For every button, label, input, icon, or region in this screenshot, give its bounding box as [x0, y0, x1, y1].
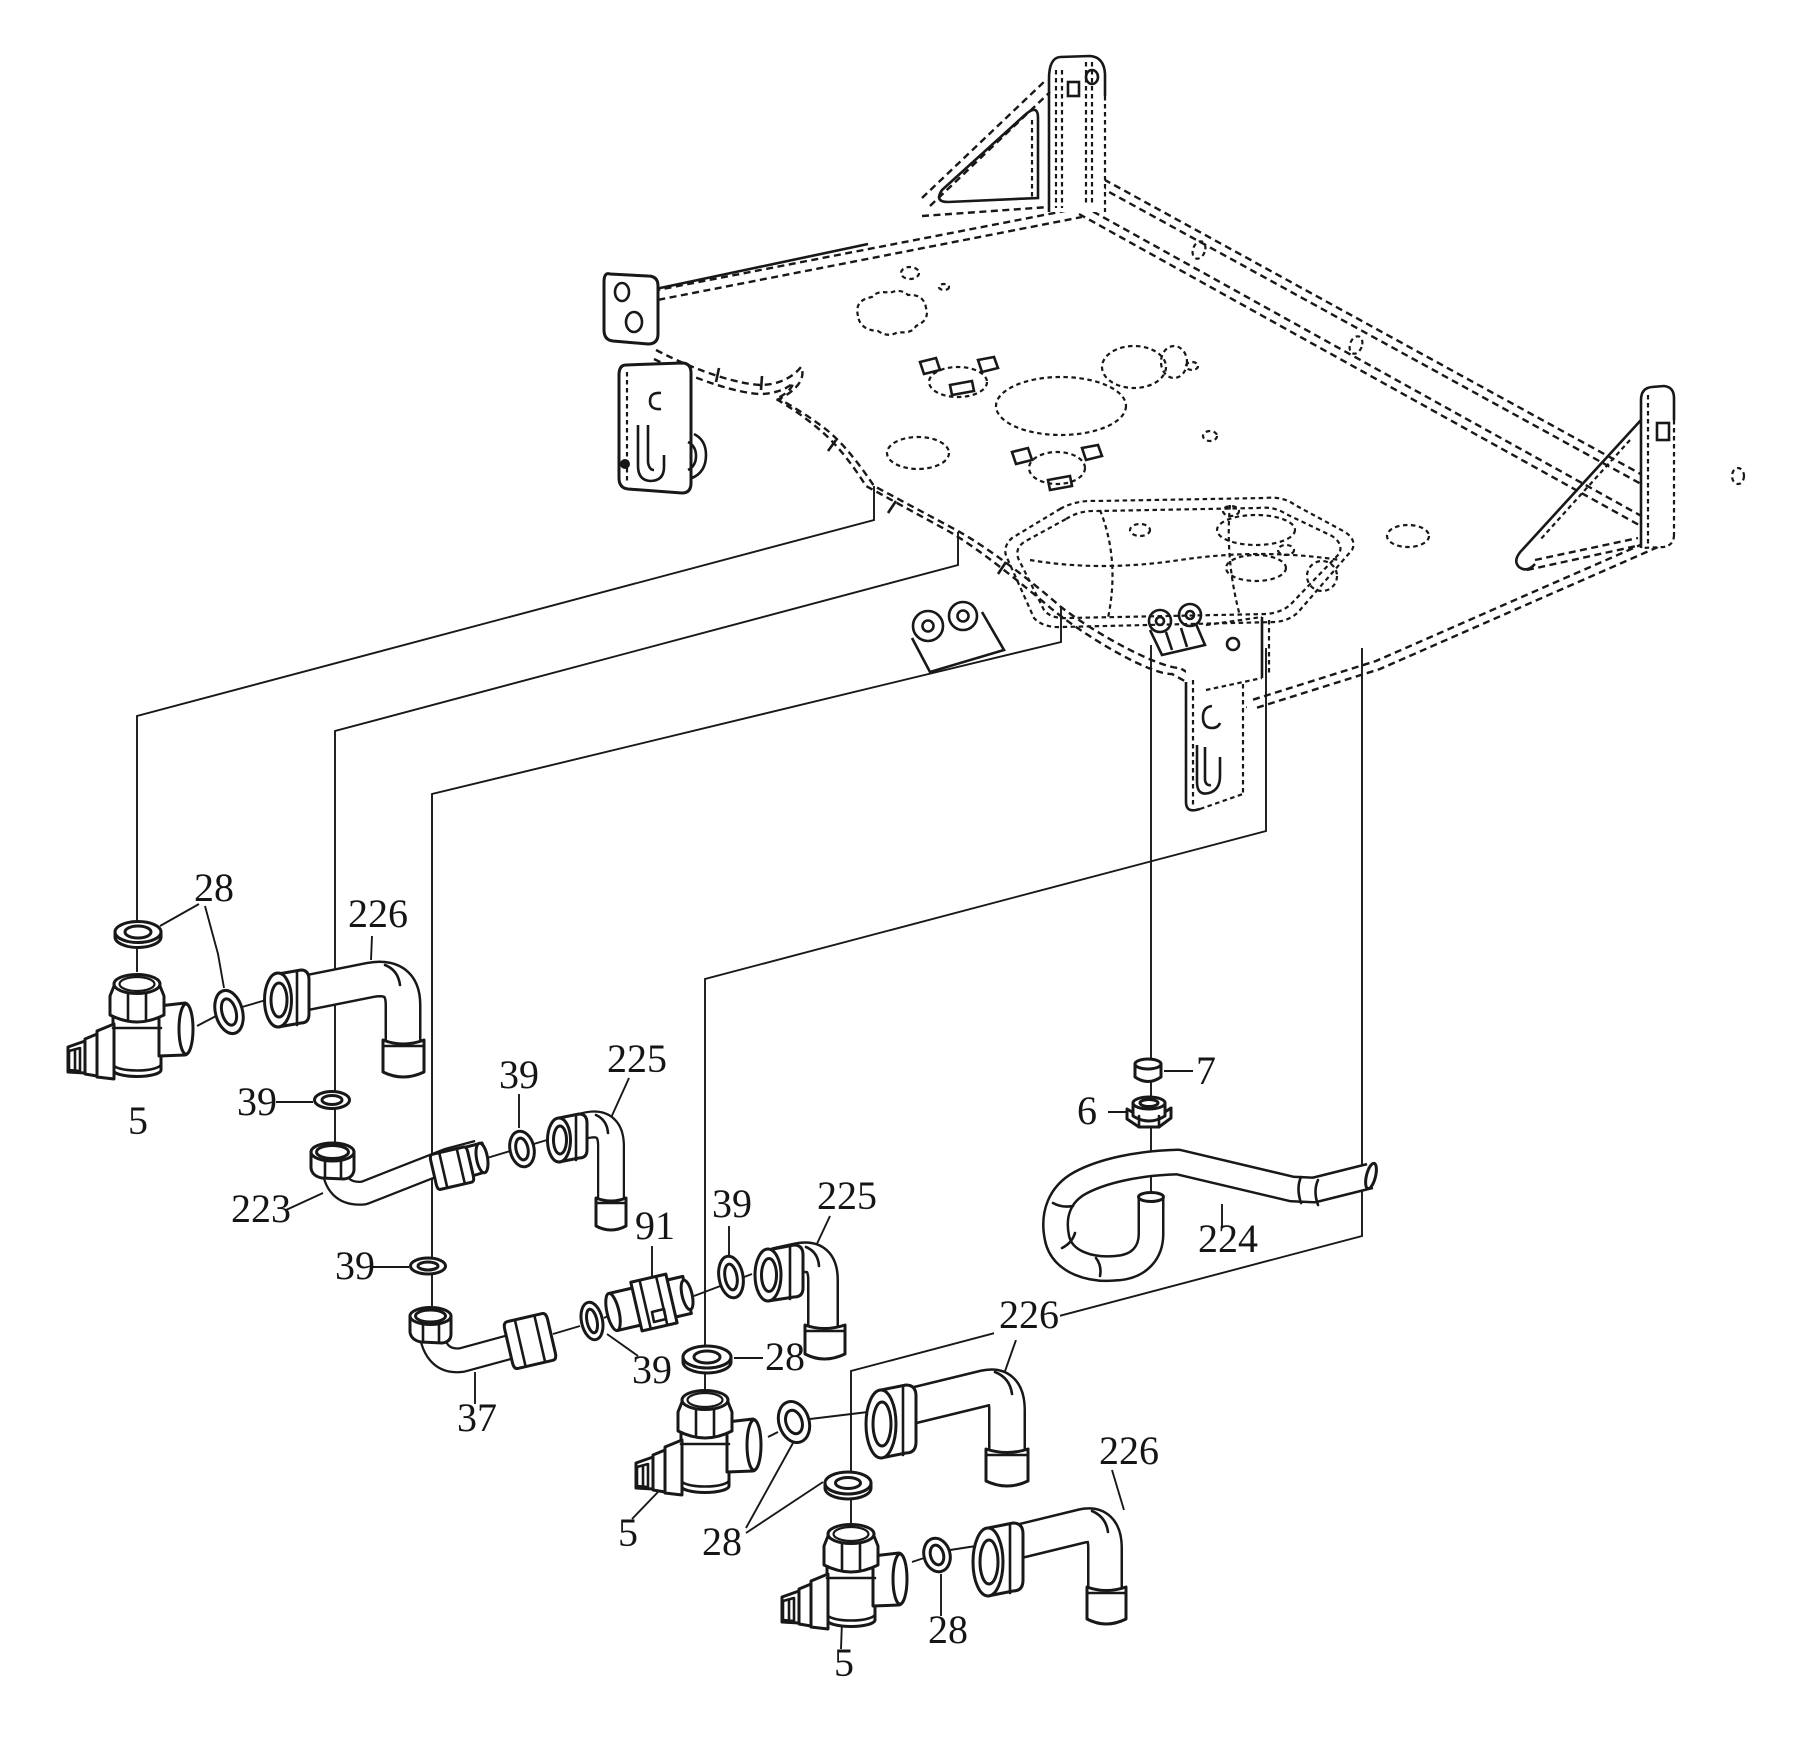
svg-text:226: 226: [348, 891, 408, 936]
svg-text:37: 37: [457, 1395, 497, 1440]
svg-text:6: 6: [1077, 1088, 1097, 1133]
svg-text:7: 7: [1196, 1048, 1216, 1093]
svg-text:226: 226: [1099, 1428, 1159, 1473]
svg-text:91: 91: [635, 1203, 675, 1248]
svg-text:5: 5: [128, 1098, 148, 1143]
svg-text:224: 224: [1198, 1216, 1258, 1261]
svg-text:223: 223: [231, 1186, 291, 1231]
svg-text:39: 39: [335, 1243, 375, 1288]
svg-text:28: 28: [194, 865, 234, 910]
svg-text:39: 39: [632, 1347, 672, 1392]
svg-text:28: 28: [765, 1334, 805, 1379]
svg-text:5: 5: [618, 1510, 638, 1555]
svg-text:28: 28: [928, 1607, 968, 1652]
svg-text:226: 226: [999, 1292, 1059, 1337]
svg-text:39: 39: [712, 1181, 752, 1226]
svg-text:225: 225: [607, 1036, 667, 1081]
svg-text:5: 5: [834, 1640, 854, 1685]
svg-text:28: 28: [702, 1519, 742, 1564]
svg-text:225: 225: [817, 1173, 877, 1218]
svg-text:39: 39: [499, 1052, 539, 1097]
svg-text:39: 39: [237, 1079, 277, 1124]
